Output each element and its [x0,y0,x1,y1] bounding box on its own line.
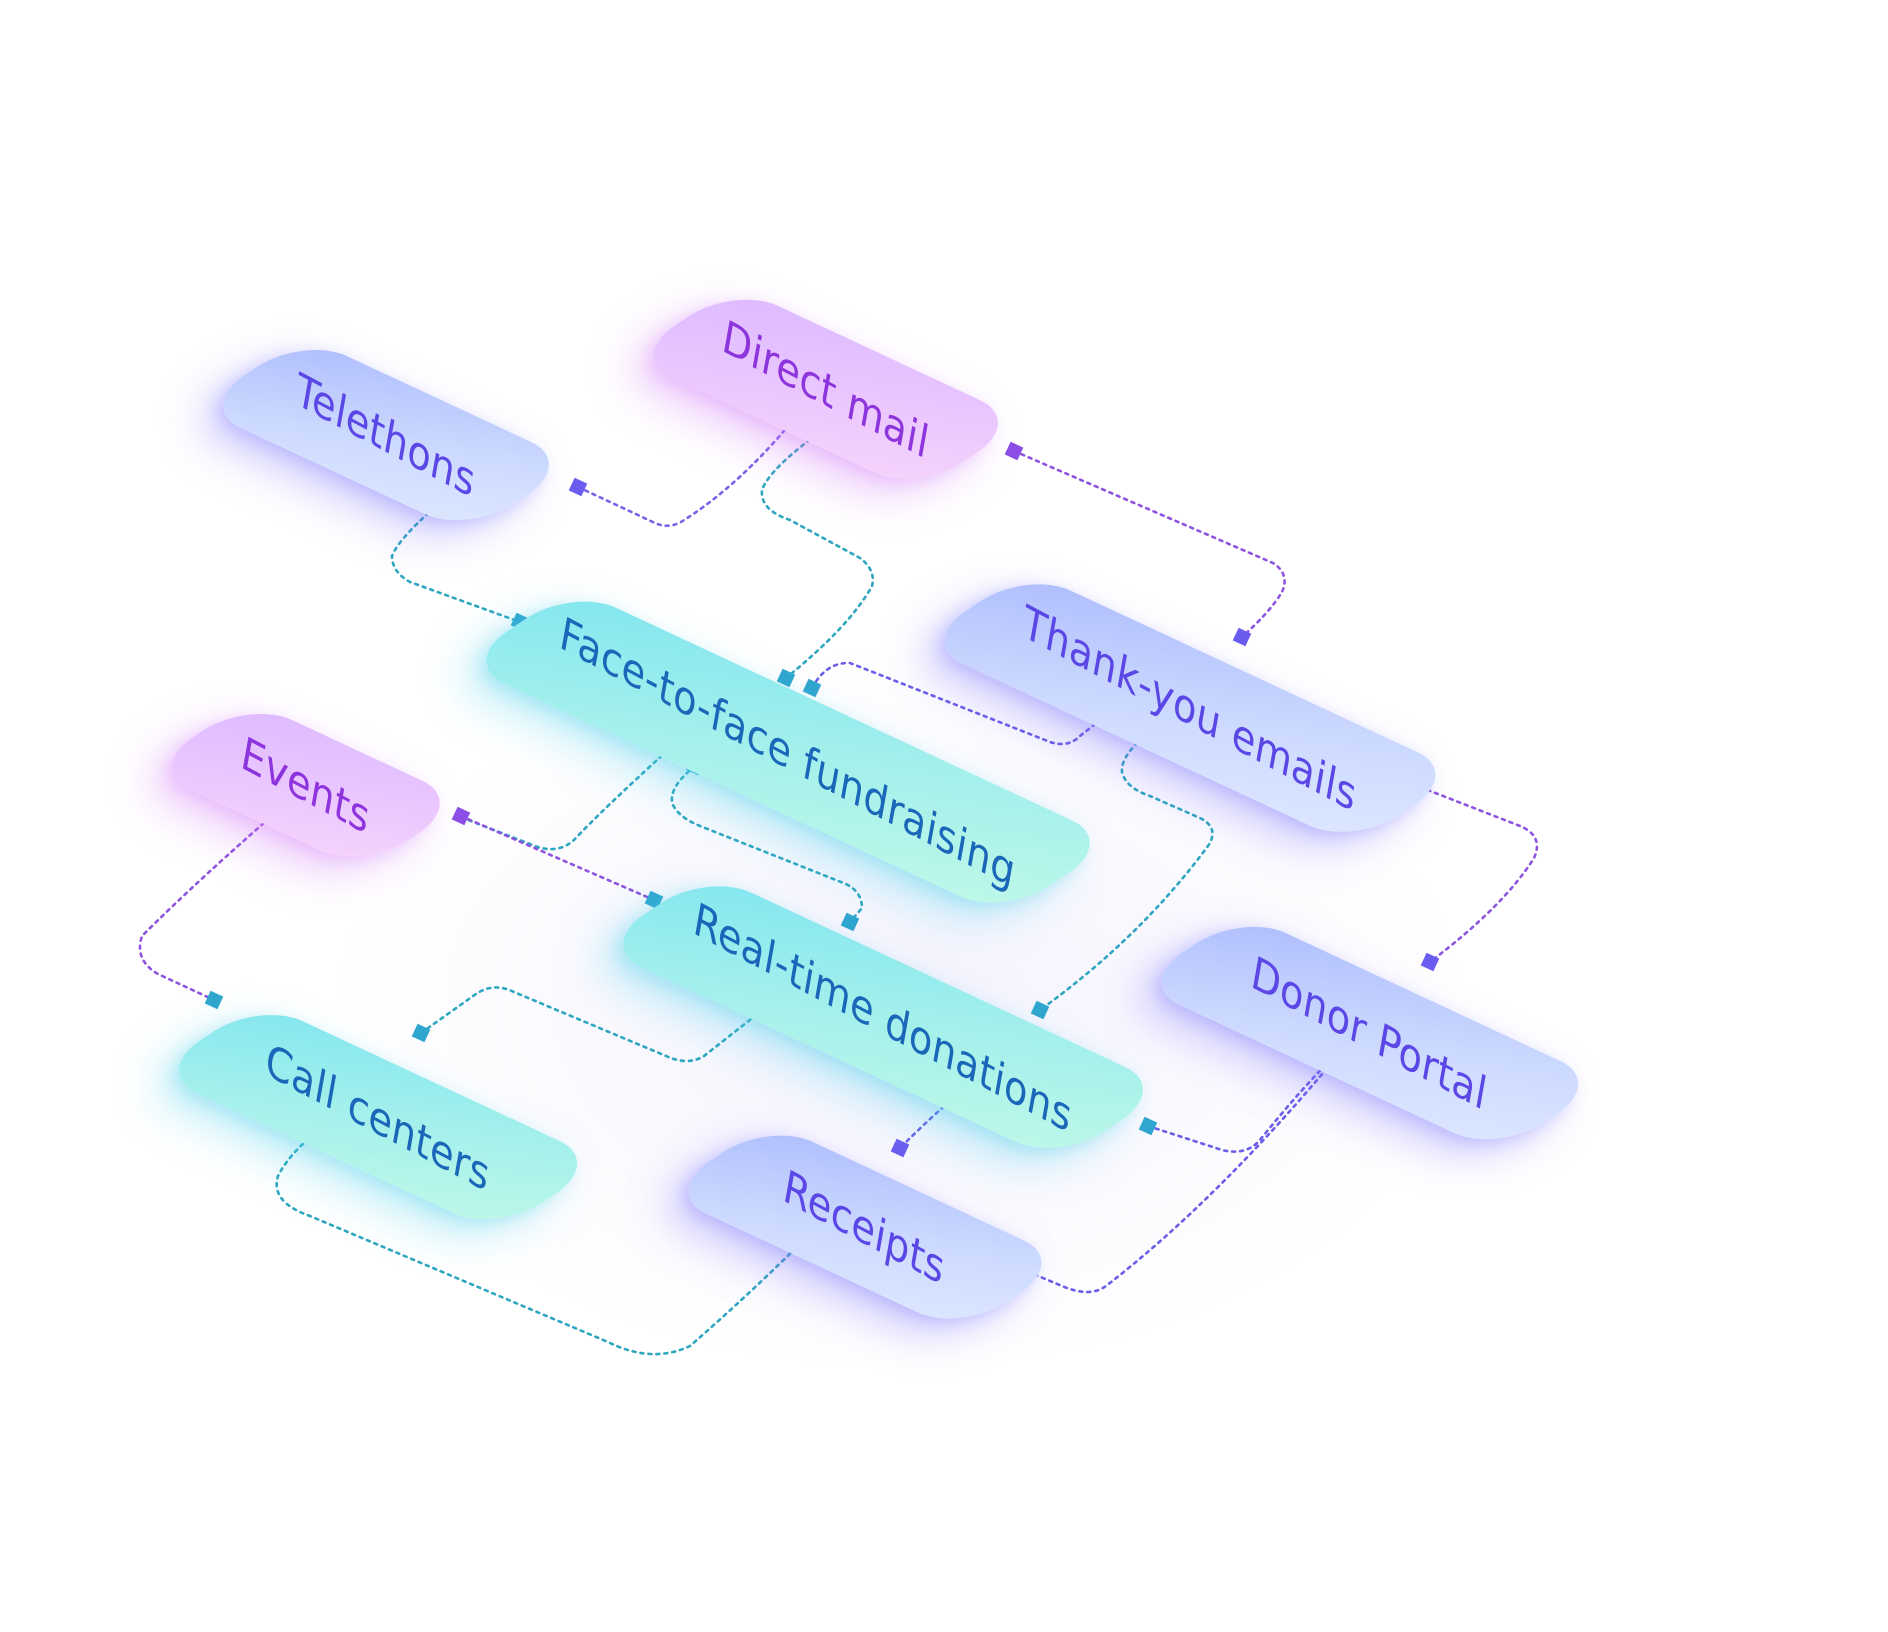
connector-thankyou-donorportal [1418,785,1539,964]
port [840,912,860,932]
connector-thankyou-realtime [1038,725,1214,1012]
connector-telethons-facetoface [390,495,522,624]
connector-facetoface-realtime [670,764,864,924]
connector-callcenters-receipts [275,1117,814,1356]
port [1004,441,1024,461]
port [890,1138,910,1158]
connector-realtime-donorportal [1146,1048,1342,1153]
port [568,477,588,497]
port [802,678,822,698]
connector-events-realtime [459,814,656,902]
port [1420,952,1440,972]
port [204,990,224,1010]
connector-facetoface-events [461,748,670,851]
port [776,668,796,688]
port [1030,1000,1050,1020]
port [1138,1116,1158,1136]
connector-events-callcenters [138,800,290,1002]
connector-telethons-directmail [576,422,792,528]
port [451,806,471,826]
connector-directmail-thankyou [1012,449,1286,639]
connector-directmail-facetoface [760,428,875,680]
port [411,1023,431,1043]
connector-callcenters-realtime [419,986,762,1063]
connector-facetoface-thankyou [810,661,1115,746]
port [1232,627,1252,647]
connector-receipts-donorportal [1003,1046,1346,1294]
